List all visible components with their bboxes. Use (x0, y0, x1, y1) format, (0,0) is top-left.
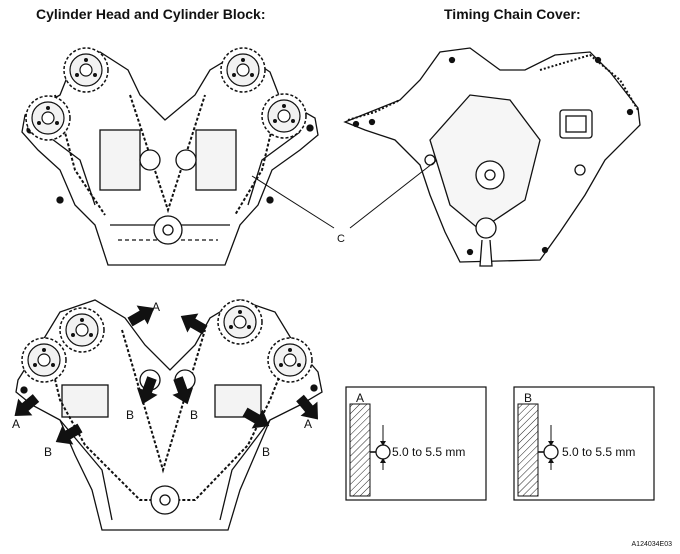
timing-chain-cover-illustration (343, 47, 641, 267)
callout-c-leaders (251, 159, 438, 229)
label-a-top: A (152, 300, 160, 314)
camshaft-sprocket-left-1 (63, 47, 109, 93)
detail-b-measurement: 5.0 to 5.5 mm (562, 445, 635, 459)
camshaft-sprocket-left-4 (21, 337, 67, 383)
camshaft-sprocket-left-3 (59, 307, 105, 353)
detail-a-measurement: 5.0 to 5.5 mm (392, 445, 465, 459)
figure-code: A124034E03 (631, 541, 672, 548)
title-cylinder-head-block: Cylinder Head and Cylinder Block: (36, 6, 266, 22)
title-timing-chain-cover: Timing Chain Cover: (444, 6, 581, 22)
camshaft-sprocket-left-2 (25, 95, 71, 141)
camshaft-sprocket-right-3 (217, 299, 263, 345)
label-b-center-left: B (126, 408, 134, 422)
detail-b-letter: B (524, 391, 532, 405)
detail-b-box: B 5.0 to 5.5 mm (513, 386, 655, 501)
label-b-center-right: B (190, 408, 198, 422)
camshaft-sprocket-right-1 (220, 47, 266, 93)
label-a-right: A (304, 417, 312, 431)
camshaft-sprocket-right-2 (261, 93, 307, 139)
label-a-left: A (12, 417, 20, 431)
label-b-right: B (262, 445, 270, 459)
label-b-left: B (44, 445, 52, 459)
engine-block-top-illustration (21, 51, 319, 266)
detail-a-box: A 5.0 to 5.5 mm (345, 386, 487, 501)
detail-a-letter: A (356, 391, 364, 405)
callout-c-label: C (337, 233, 345, 245)
camshaft-sprocket-right-4 (267, 337, 313, 383)
